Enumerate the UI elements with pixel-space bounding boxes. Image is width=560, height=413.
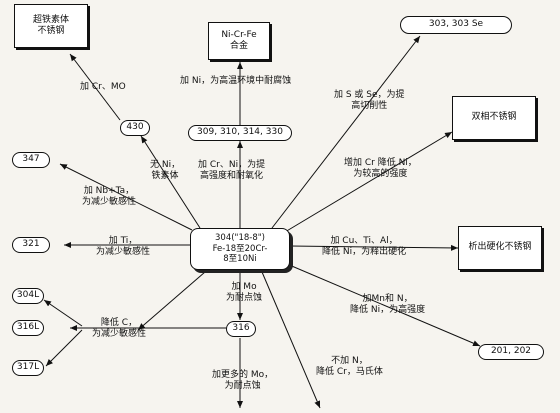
precipitation-hardening-box: 析出硬化不锈钢 <box>458 226 542 270</box>
arrow-to-430 <box>140 135 201 229</box>
grade-304L-node: 304L <box>12 288 44 304</box>
label-lower-c: 降低 C， 为减少敏感性 <box>92 318 147 340</box>
arrow-to-martensitic <box>261 271 321 409</box>
grade-309-330-node: 309, 310, 314, 330 <box>188 125 292 141</box>
grade-316L-node: 316L <box>12 320 44 336</box>
grade-316-node: 316 <box>226 321 256 337</box>
grade-303-se-node: 303, 303 Se <box>400 16 512 34</box>
arrow-to-duplex <box>284 131 453 233</box>
grade-321-node: 321 <box>12 237 50 253</box>
arrow-to-201 <box>286 263 481 347</box>
ni-cr-fe-alloy-box: Ni-Cr-Fe 合金 <box>208 22 270 60</box>
label-add-cr-lower-ni: 增加 Cr 降低 Ni， 为较高的强度 <box>344 158 417 180</box>
grade-347-node: 347 <box>12 152 50 168</box>
grade-201-202-node: 201, 202 <box>478 344 544 360</box>
center-304-node: 304("18-8") Fe-18至20Cr- 8至10Ni <box>190 228 290 270</box>
label-add-cu-ti-al: 加 Cu、Ti、Al， 降低 Ni，为释出硬化 <box>322 236 407 258</box>
label-add-nb-ta: 加 Nb+Ta， 为减少敏感性 <box>82 186 137 208</box>
grade-430-node: 430 <box>120 120 150 136</box>
label-add-cr-mo: 加 Cr、MO <box>80 82 126 92</box>
arrow-to-304L <box>43 299 83 327</box>
arrow-to-347 <box>59 163 193 231</box>
label-add-ni-high-temp: 加 Ni，为高温环境中耐腐蚀 <box>180 76 292 86</box>
label-add-mo: 加 Mo 为耐点蚀 <box>226 282 263 304</box>
label-no-ni: 无 Ni， 铁素体 <box>150 160 181 182</box>
label-add-s-se: 加 S 或 Se，为提 高切削性 <box>334 90 405 112</box>
grade-317L-node: 317L <box>12 360 44 376</box>
arrow-430-to-superferritic <box>69 53 121 121</box>
label-add-ti: 加 Ti， 为减少敏感性 <box>96 236 151 258</box>
label-add-cr-ni: 加 Cr、Ni，为提 高强度和耐氧化 <box>198 160 266 182</box>
arrow-to-317L <box>45 329 83 367</box>
duplex-stainless-box: 双相不锈钢 <box>452 96 536 140</box>
arrow-to-se <box>271 35 421 229</box>
arrow-to-precip <box>289 244 459 251</box>
label-no-n: 不加 N， 降低 Cr，马氏体 <box>316 356 383 378</box>
label-add-mn-n: 加Mn和 N， 降低 Ni，为高强度 <box>350 294 426 316</box>
label-more-mo: 加更多的 Mo， 为耐点蚀 <box>212 370 274 392</box>
arrow-center-to-left-group <box>137 271 206 331</box>
superferritic-stainless-box: 超铁素体 不锈钢 <box>14 4 88 48</box>
